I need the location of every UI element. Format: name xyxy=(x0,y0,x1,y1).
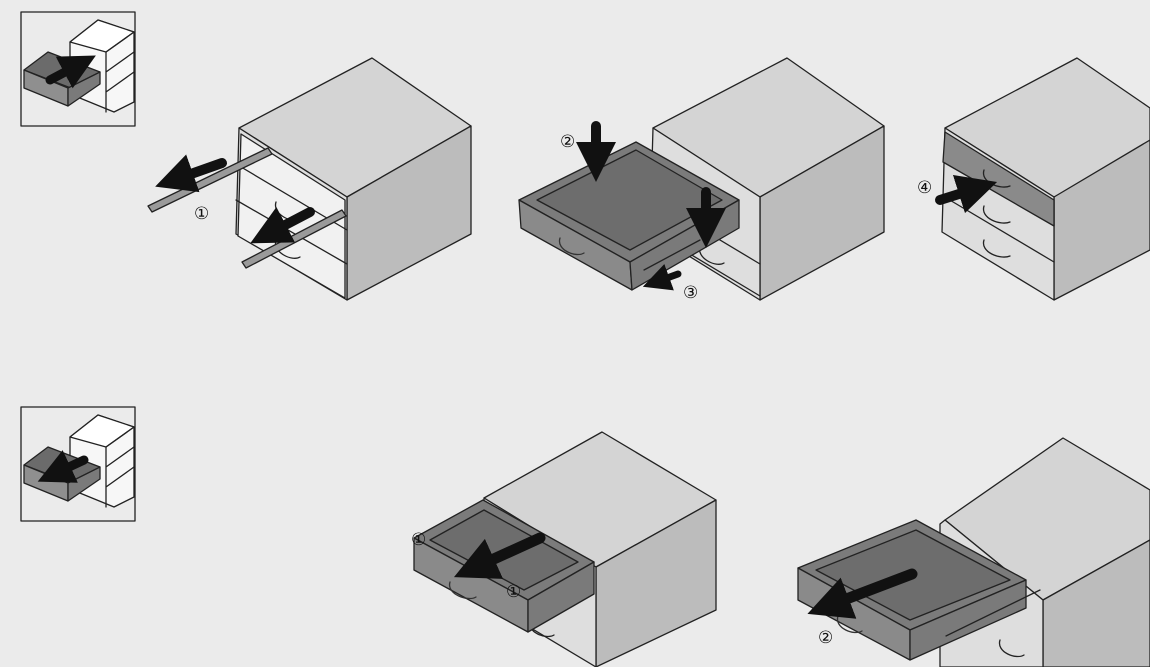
remove-step-1-label-b: ① xyxy=(506,582,521,602)
remove-step-2-label: ② xyxy=(818,628,833,648)
pull-rail-arrow-lower xyxy=(250,207,315,244)
pull-drawer-arrow xyxy=(453,532,546,579)
lift-drawer-arrow xyxy=(807,568,918,619)
insert-step-4-label: ④ xyxy=(917,178,932,198)
insert-step-2-label: ② xyxy=(560,132,575,152)
insert-step-1-label: ① xyxy=(194,204,209,224)
release-catch-arrow xyxy=(642,264,682,291)
remove-step-1-label-a: ① xyxy=(411,530,426,550)
step-labels: ① ② ③ ④ ① ① ② xyxy=(194,132,932,648)
cabinet-drawer-pulled xyxy=(413,431,717,667)
insert-drawer-icon xyxy=(20,11,136,127)
cabinet-drawer-lowered xyxy=(518,57,885,301)
push-drawer-arrow xyxy=(935,174,998,214)
cabinet-rails-out xyxy=(147,57,472,301)
remove-drawer-icon xyxy=(20,406,136,522)
insert-step-3-label: ③ xyxy=(683,283,698,303)
cabinet-drawer-lifted xyxy=(797,437,1150,667)
pull-rail-arrow-upper xyxy=(155,154,227,193)
cabinet-drawer-pushed-in xyxy=(941,57,1150,301)
